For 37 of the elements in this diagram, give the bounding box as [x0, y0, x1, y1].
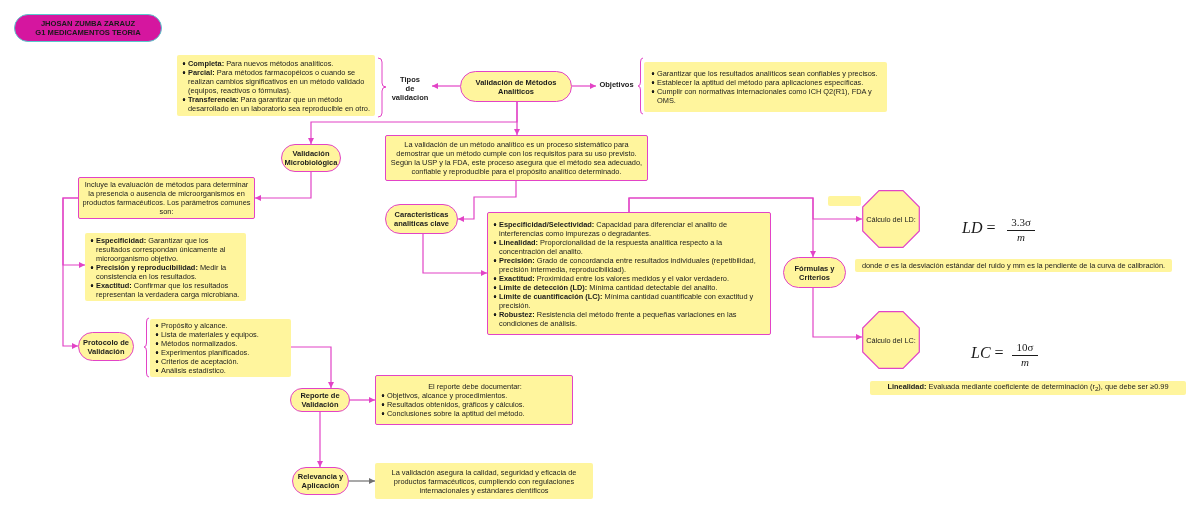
arrow: [457, 180, 517, 222]
empty-box: [828, 196, 861, 206]
arrow: [348, 478, 376, 484]
rounded-node: [783, 257, 846, 288]
arrow: [308, 101, 518, 145]
note-card: [487, 212, 771, 335]
rounded-node: [292, 467, 349, 495]
formula-text: LD =: [962, 219, 996, 237]
arrow: [628, 197, 863, 222]
note-card: [644, 62, 887, 112]
arrow: [62, 197, 79, 349]
note-card: [375, 375, 573, 425]
arrow: [422, 233, 488, 276]
rounded-node: [460, 71, 572, 102]
note-card: [177, 55, 375, 116]
rounded-node: [385, 204, 458, 234]
rounded-node: [78, 332, 134, 361]
formula-text: LC =: [971, 344, 1004, 362]
arrow: [812, 287, 863, 340]
arrow: [431, 83, 461, 89]
arrow: [290, 346, 334, 389]
rounded-node: [281, 144, 341, 172]
formula-text: 3.3σ: [1010, 216, 1032, 229]
arrow: [349, 397, 376, 403]
formula-text: 10σ: [1015, 341, 1035, 354]
note-band: [855, 259, 1172, 272]
name-banner: [14, 14, 162, 42]
note-card: [85, 233, 246, 301]
rounded-node: [290, 388, 350, 412]
arrow: [317, 411, 323, 468]
note-band: [870, 381, 1186, 395]
arrow: [254, 171, 312, 201]
arrow: [571, 83, 597, 89]
text-card: [375, 463, 593, 499]
formula-text: m: [1020, 356, 1030, 368]
note-card: [150, 319, 291, 377]
formula-text: m: [1016, 231, 1026, 243]
